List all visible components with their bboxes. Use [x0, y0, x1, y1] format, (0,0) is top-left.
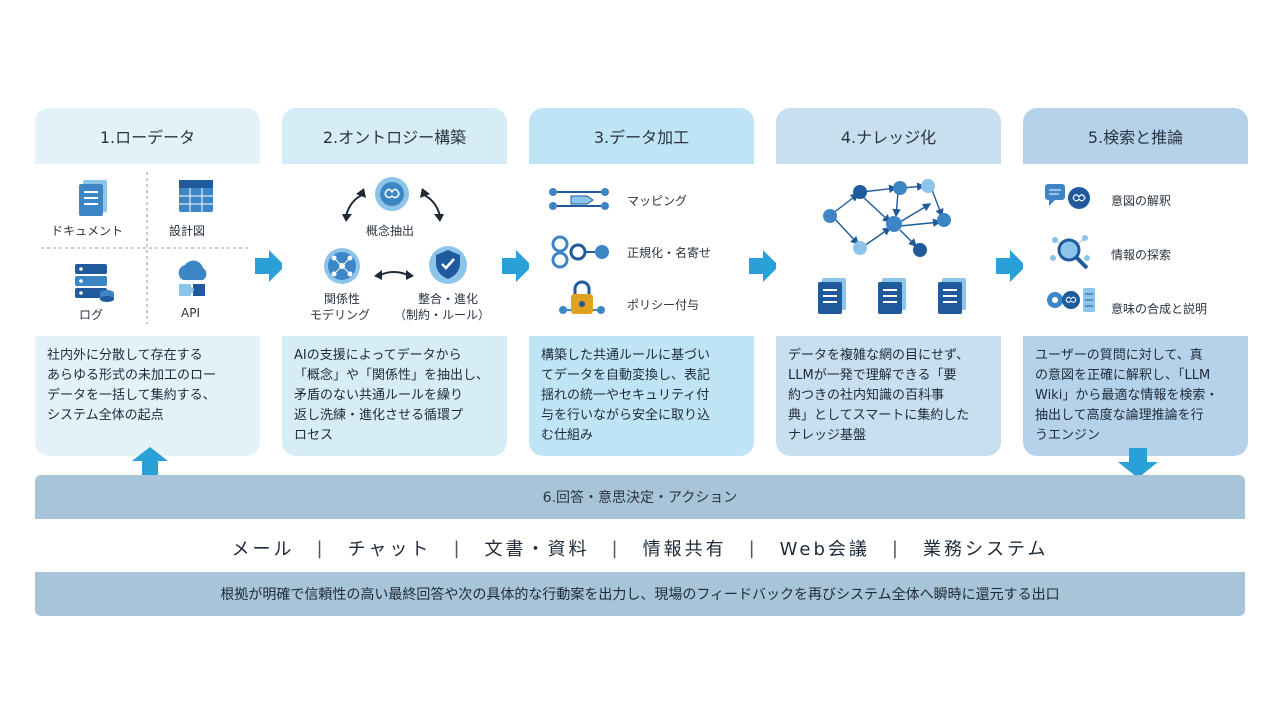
- step-title: 3.データ加工: [529, 108, 754, 164]
- server-log-icon: [75, 264, 114, 302]
- flow-arrow-icon: [996, 250, 1026, 282]
- knowledge-graph-icon: [823, 179, 951, 257]
- constraint-rule-label: （制約・ルール）: [394, 308, 491, 322]
- description-line: 約つきの社内知識の百科事: [788, 388, 945, 403]
- description-line: あらゆる形式の未加工のロー: [47, 368, 217, 383]
- step-description: データを複雑な網の目にせず、 LLMが一発で理解できる「要 約つきの社内知識の百…: [776, 336, 1001, 456]
- description-line: ナレッジ基盤: [788, 428, 867, 443]
- channel-separator: |: [611, 537, 621, 559]
- quadrant-dividers: [41, 172, 251, 324]
- flow-arrow-icon: [749, 250, 779, 282]
- normalize-label: 正規化・名寄せ: [627, 246, 712, 260]
- description-line: データを複雑な網の目にせず、: [788, 348, 970, 363]
- step-card-search-reasoning: 5.検索と推論 意図の解釈 情報の探索 意味の合成と説明 ユーザー: [1023, 108, 1248, 456]
- relation-label: 関係性: [324, 292, 361, 306]
- information-search-label: 情報の探索: [1111, 248, 1172, 262]
- step-visual: マッピング 正規化・名寄せ ポリシー付与: [529, 164, 754, 336]
- description-line: 社内外に分散して存在する: [47, 348, 203, 363]
- cloud-api-icon: [178, 260, 207, 296]
- summary-document-icon: [938, 278, 966, 314]
- channel-separator: |: [891, 537, 901, 559]
- description-line: 「概念」や「関係性」を抽出し、: [294, 368, 490, 383]
- output-title-bar: 6.回答・意思決定・アクション: [35, 475, 1245, 519]
- description-line: ユーザーの質問に対して、真: [1035, 348, 1203, 363]
- feedback-up-arrow-icon: [132, 447, 168, 477]
- modeling-label: モデリング: [310, 308, 371, 322]
- description-line: 揺れの統一やセキュリティ付: [541, 388, 710, 403]
- intent-interpretation-label: 意図の解釈: [1111, 194, 1172, 208]
- description-line: システム全体の起点: [47, 408, 164, 423]
- normalize-icon: [551, 235, 609, 269]
- step-title: 4.ナレッジ化: [776, 108, 1001, 164]
- step-description: ユーザーの質問に対して、真 の意図を正確に解釈し、「LLM Wiki」から最適な…: [1023, 336, 1248, 456]
- mapping-label: マッピング: [627, 194, 688, 208]
- flow-arrow-icon: [502, 250, 532, 282]
- chat-brain-icon: [1045, 184, 1090, 209]
- synthesis-explain-icon: [1047, 288, 1095, 312]
- channel-separator: |: [316, 537, 326, 559]
- channel-mail: メール: [231, 539, 295, 560]
- step-title: 1.ローデータ: [35, 108, 260, 164]
- description-line: うエンジン: [1035, 428, 1101, 443]
- raw-item-document: ドキュメント: [51, 224, 124, 238]
- step-title: 2.オントロジー構築: [282, 108, 507, 164]
- output-down-arrow-icon: [1118, 448, 1158, 478]
- step-description: 構築した共通ルールに基づい てデータを自動変換し、表記 揺れの統一やセキュリティ…: [529, 336, 754, 456]
- raw-item-log: ログ: [79, 308, 104, 322]
- description-line: の意図を正確に解釈し、「LLM: [1035, 368, 1211, 383]
- consistency-label: 整合・進化: [418, 292, 479, 306]
- step-card-ontology: 2.オントロジー構築 概念抽出 関係性 モデリング: [282, 108, 507, 456]
- step-card-raw-data: 1.ローデータ ドキュメント 設計図: [35, 108, 260, 456]
- summary-document-icon: [878, 278, 906, 314]
- channel-info-sharing: 情報共有: [642, 539, 727, 560]
- step-visual: ドキュメント 設計図 ログ API: [35, 164, 260, 336]
- channel-documents: 文書・資料: [484, 539, 590, 560]
- network-relation-icon: [324, 248, 360, 284]
- blueprint-table-icon: [179, 180, 213, 212]
- step-visual: 意図の解釈 情報の探索 意味の合成と説明: [1023, 164, 1248, 336]
- raw-item-api: API: [181, 306, 200, 320]
- channel-chat: チャット: [347, 539, 432, 560]
- step-title: 5.検索と推論: [1023, 108, 1248, 164]
- policy-lock-icon: [559, 280, 605, 314]
- channel-separator: |: [748, 537, 758, 559]
- synthesis-explain-label: 意味の合成と説明: [1111, 302, 1208, 316]
- description-line: データを一括して集約する、: [47, 388, 216, 403]
- concept-extraction-label: 概念抽出: [366, 224, 415, 238]
- cycle-arrows: [342, 188, 444, 280]
- description-line: ロセス: [294, 428, 334, 443]
- step-card-data-processing: 3.データ加工 マッピング 正規化・名寄せ ポリシー付与 構築した共通ルールに基: [529, 108, 754, 456]
- description-line: てデータを自動変換し、表記: [541, 368, 711, 383]
- step-card-knowledge: 4.ナレッジ化: [776, 108, 1001, 456]
- channel-business-system: 業務システム: [923, 539, 1049, 560]
- policy-label: ポリシー付与: [627, 298, 700, 312]
- channel-web-meeting: Web会議: [779, 539, 870, 560]
- step-description: 社内外に分散して存在する あらゆる形式の未加工のロー データを一括して集約する、…: [35, 336, 260, 456]
- description-line: AIの支援によってデータから: [294, 348, 462, 363]
- step-description: AIの支援によってデータから 「概念」や「関係性」を抽出し、 矛盾のない共通ルー…: [282, 336, 507, 456]
- description-line: Wiki」から最適な情報を検索・: [1035, 388, 1219, 403]
- description-line: 矛盾のない共通ルールを繰り: [294, 388, 464, 403]
- channel-separator: |: [453, 537, 463, 559]
- step-visual: [776, 164, 1001, 336]
- brain-icon: [375, 177, 409, 211]
- search-magnifier-icon: [1050, 235, 1090, 270]
- mapping-icon: [549, 188, 609, 210]
- flow-arrow-icon: [255, 250, 285, 282]
- description-line: 返し洗練・進化させる循環プ: [294, 408, 464, 423]
- step-visual: 概念抽出 関係性 モデリング 整合・進化 （制約・ルール: [282, 164, 507, 336]
- output-channels: メール | チャット | 文書・資料 | 情報共有 | Web会議 | 業務シス…: [35, 530, 1245, 566]
- shield-check-icon: [429, 246, 467, 284]
- output-description-bar: 根拠が明確で信頼性の高い最終回答や次の具体的な行動案を出力し、現場のフィードバッ…: [35, 572, 1245, 616]
- document-icon: [79, 180, 107, 216]
- description-line: 与を行いながら安全に取り込: [541, 408, 711, 423]
- raw-item-blueprint: 設計図: [169, 224, 206, 238]
- summary-document-icon: [818, 278, 846, 314]
- description-line: LLMが一発で理解できる「要: [788, 368, 957, 383]
- description-line: 構築した共通ルールに基づい: [541, 348, 711, 363]
- description-line: む仕組み: [541, 428, 594, 443]
- description-line: 典」としてスマートに集約した: [788, 408, 970, 423]
- description-line: 抽出して高度な論理推論を行: [1035, 408, 1204, 423]
